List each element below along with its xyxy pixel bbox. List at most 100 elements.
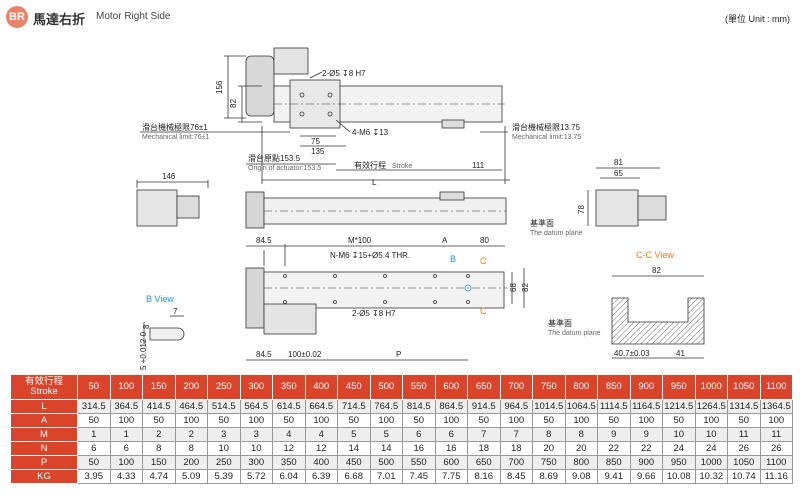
stroke-header-value: 300 — [239, 374, 273, 400]
table-cell: 450 — [337, 455, 371, 470]
table-cell: 1050 — [727, 455, 761, 470]
table-cell: 9 — [629, 427, 663, 442]
table-cell: 16 — [402, 441, 436, 456]
table-cell: 650 — [467, 455, 501, 470]
table-cell: 550 — [402, 455, 436, 470]
stroke-header-value: 250 — [207, 374, 241, 400]
dim-7: 7 — [173, 307, 178, 316]
hole-callout-a: 2-Ø5 ↧8 H7 — [322, 69, 366, 78]
table-cell: 5.39 — [207, 469, 241, 484]
row-label: KG — [10, 469, 78, 484]
table-cell: 100 — [759, 413, 793, 428]
table-cell: 1 — [109, 427, 143, 442]
table-cell: 1114.5 — [597, 399, 631, 414]
hole-callout-b-bottom: 2-Ø5 ↧8 H7 — [352, 309, 396, 318]
hole-callout-b: 4-M6 ↧13 — [352, 128, 389, 137]
model-badge: BR — [6, 6, 28, 28]
page-header: BR 馬達右折 Motor Right Side (單位 Unit : mm) — [0, 0, 800, 34]
table-cell: 6 — [434, 427, 468, 442]
table-cell: 564.5 — [239, 399, 273, 414]
stroke-header-value: 350 — [272, 374, 306, 400]
table-cell: 3.95 — [77, 469, 111, 484]
table-cell: 50 — [467, 413, 501, 428]
stroke-header-value: 200 — [174, 374, 208, 400]
table-cell: 100 — [239, 413, 273, 428]
table-cell: 150 — [142, 455, 176, 470]
table-cell: 1314.5 — [727, 399, 761, 414]
table-cell: 4.74 — [142, 469, 176, 484]
cc-view-title: C-C View — [636, 250, 674, 260]
stroke-header-value: 800 — [564, 374, 598, 400]
row-label: P — [10, 455, 78, 470]
datum-zh-right: 基準面 — [530, 218, 554, 228]
label-b: B — [450, 254, 456, 264]
title-chinese: 馬達右折 — [33, 12, 86, 27]
front-view — [245, 191, 507, 229]
technical-drawing: 156 82 2-Ø5 ↧8 H7 4-M6 ↧13 75 135 滑台機械極限… — [136, 47, 705, 370]
stroke-label-zh: 有效行程 — [354, 160, 386, 170]
table-cell: 100 — [564, 413, 598, 428]
table-cell: 1100 — [759, 455, 793, 470]
table-cell: 1364.5 — [759, 399, 793, 414]
table-cell: 26 — [727, 441, 761, 456]
dim-L: L — [372, 178, 377, 187]
table-cell: 800 — [564, 455, 598, 470]
table-cell: 4 — [272, 427, 306, 442]
stroke-header-value: 1050 — [727, 374, 761, 400]
table-cell: 1164.5 — [629, 399, 663, 414]
table-cell: 714.5 — [337, 399, 371, 414]
table-cell: 6 — [402, 427, 436, 442]
table-cell: 7 — [467, 427, 501, 442]
dim-A: A — [442, 236, 448, 245]
table-cell: 9.41 — [597, 469, 631, 484]
table-cell: 8 — [142, 441, 176, 456]
table-cell: 1 — [77, 427, 111, 442]
table-cell: 6.04 — [272, 469, 306, 484]
dim-68: 68 — [509, 283, 518, 292]
stroke-header-value: 900 — [629, 374, 663, 400]
table-cell: 14 — [369, 441, 403, 456]
table-cell: 300 — [239, 455, 273, 470]
table-cell: 6.68 — [337, 469, 371, 484]
stroke-header-value: 850 — [597, 374, 631, 400]
stroke-header-value: 650 — [467, 374, 501, 400]
table-cell: 1000 — [694, 455, 728, 470]
table-cell: 814.5 — [402, 399, 436, 414]
label-c-top: C — [480, 256, 487, 266]
motor-flange — [273, 47, 309, 75]
table-cell: 9.08 — [564, 469, 598, 484]
table-cell: 600 — [434, 455, 468, 470]
table-cell: 14 — [337, 441, 371, 456]
table-cell: 950 — [662, 455, 696, 470]
table-cell: 100 — [499, 413, 533, 428]
table-cell: 7.45 — [402, 469, 436, 484]
row-label: N — [10, 441, 78, 456]
table-cell: 16 — [434, 441, 468, 456]
datum-en-right: The datum plane — [530, 230, 583, 237]
stroke-header-value: 550 — [402, 374, 436, 400]
table-cell: 2 — [142, 427, 176, 442]
stroke-header-value: 500 — [369, 374, 403, 400]
stroke-header-value: 100 — [109, 374, 143, 400]
table-cell: 22 — [597, 441, 631, 456]
table-cell: 5.72 — [239, 469, 273, 484]
stroke-header-value: 450 — [337, 374, 371, 400]
carriage — [289, 79, 341, 129]
table-cell: 20 — [564, 441, 598, 456]
table-cell: 10 — [207, 441, 241, 456]
table-cell: 50 — [77, 413, 111, 428]
table-cell: 8 — [564, 427, 598, 442]
table-cell: 1214.5 — [662, 399, 696, 414]
stroke-header-value: 750 — [532, 374, 566, 400]
unit-note: (單位 Unit : mm) — [725, 14, 790, 24]
table-cell: 50 — [337, 413, 371, 428]
stroke-header-value: 700 — [499, 374, 533, 400]
table-cell: 18 — [467, 441, 501, 456]
table-cell: 50 — [272, 413, 306, 428]
table-cell: 614.5 — [272, 399, 306, 414]
table-cell: 10 — [239, 441, 273, 456]
